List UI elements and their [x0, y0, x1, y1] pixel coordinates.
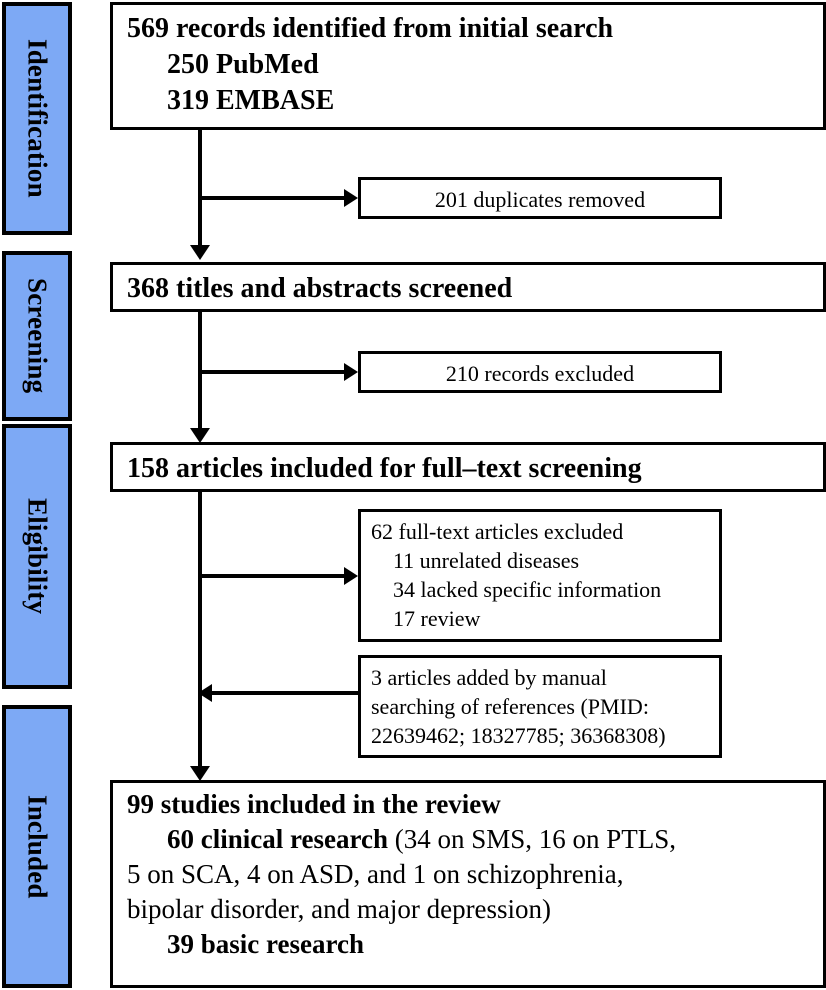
connector-identified-to-duplicates	[198, 196, 346, 200]
box-fulltext-excluded-text: 62 full-text articles excluded 11 unrela…	[361, 512, 719, 633]
arrowhead-manual-added	[198, 684, 212, 702]
stage-identification: Identification	[2, 2, 72, 235]
box-records-excluded: 210 records excluded	[358, 351, 722, 393]
box-records-identified: 569 records identified from initial sear…	[110, 2, 826, 130]
stage-label-screening: Screening	[22, 278, 53, 394]
box-records-excluded-text: 210 records excluded	[445, 361, 635, 386]
manual-added-line1: 3 articles added by manual	[371, 665, 607, 690]
box-duplicates-removed-text: 201 duplicates removed	[434, 187, 646, 212]
included-line3: 5 on SCA, 4 on ASD, and 1 on schizophren…	[127, 859, 624, 890]
included-line1: 99 studies included in the review	[127, 789, 501, 819]
records-identified-embase: 319 EMBASE	[167, 84, 335, 116]
fulltext-line1: 158 articles included for full–text scre…	[127, 453, 642, 484]
manual-added-line2: searching of references (PMID:	[371, 694, 649, 720]
manual-added-line3: 22639462; 18327785; 36368308)	[371, 723, 666, 749]
stage-label-eligibility: Eligibility	[22, 498, 53, 615]
stage-eligibility: Eligibility	[2, 424, 72, 689]
stage-label-included: Included	[22, 794, 53, 899]
connector-fulltext-to-excluded-fulltext	[198, 574, 346, 578]
box-titles-abstracts-screened: 368 titles and abstracts screened	[110, 262, 826, 312]
screened-line1: 368 titles and abstracts screened	[127, 273, 513, 304]
connector-identified-to-screened	[198, 130, 202, 248]
box-fulltext-excluded: 62 full-text articles excluded 11 unrela…	[358, 509, 722, 642]
box-records-identified-text: 569 records identified from initial sear…	[113, 5, 823, 118]
included-line2: 60 clinical research (34 on SMS, 16 on P…	[127, 822, 823, 857]
stage-screening: Screening	[2, 251, 72, 421]
records-identified-line1: 569 records identified from initial sear…	[127, 13, 614, 44]
box-studies-included: 99 studies included in the review 60 cli…	[110, 780, 826, 988]
included-clinical-bold: 60 clinical research	[167, 824, 388, 855]
arrowhead-included	[190, 766, 210, 781]
arrowhead-duplicates	[344, 189, 358, 207]
included-line4: bipolar disorder, and major depression)	[127, 894, 552, 925]
box-duplicates-removed: 201 duplicates removed	[358, 177, 722, 219]
box-titles-abstracts-screened-text: 368 titles and abstracts screened	[113, 265, 823, 307]
connector-manual-added-to-trunk	[212, 691, 360, 695]
records-identified-pubmed: 250 PubMed	[167, 48, 319, 80]
connector-screened-to-excluded	[198, 370, 346, 374]
arrowhead-fulltext	[190, 428, 210, 443]
fulltext-excluded-line1: 62 full-text articles excluded	[371, 519, 624, 544]
stage-included: Included	[2, 705, 72, 988]
arrowhead-excluded-records	[344, 363, 358, 381]
included-clinical-detail: (34 on SMS, 16 on PTLS,	[387, 824, 677, 855]
box-fulltext-screening-text: 158 articles included for full–text scre…	[113, 445, 823, 487]
box-manual-added-text: 3 articles added by manual searching of …	[361, 658, 719, 750]
fulltext-excluded-line2: 11 unrelated diseases	[393, 548, 580, 574]
connector-fulltext-to-included	[198, 492, 202, 770]
box-manual-added: 3 articles added by manual searching of …	[358, 655, 722, 758]
stage-label-identification: Identification	[22, 39, 53, 198]
box-studies-included-text: 99 studies included in the review 60 cli…	[113, 783, 823, 962]
arrowhead-screened	[190, 245, 210, 260]
fulltext-excluded-line3: 34 lacked specific information	[393, 577, 662, 603]
arrowhead-excluded-fulltext	[344, 567, 358, 585]
box-fulltext-screening: 158 articles included for full–text scre…	[110, 442, 826, 492]
fulltext-excluded-line4: 17 review	[393, 606, 481, 632]
included-line5: 39 basic research	[167, 929, 364, 960]
